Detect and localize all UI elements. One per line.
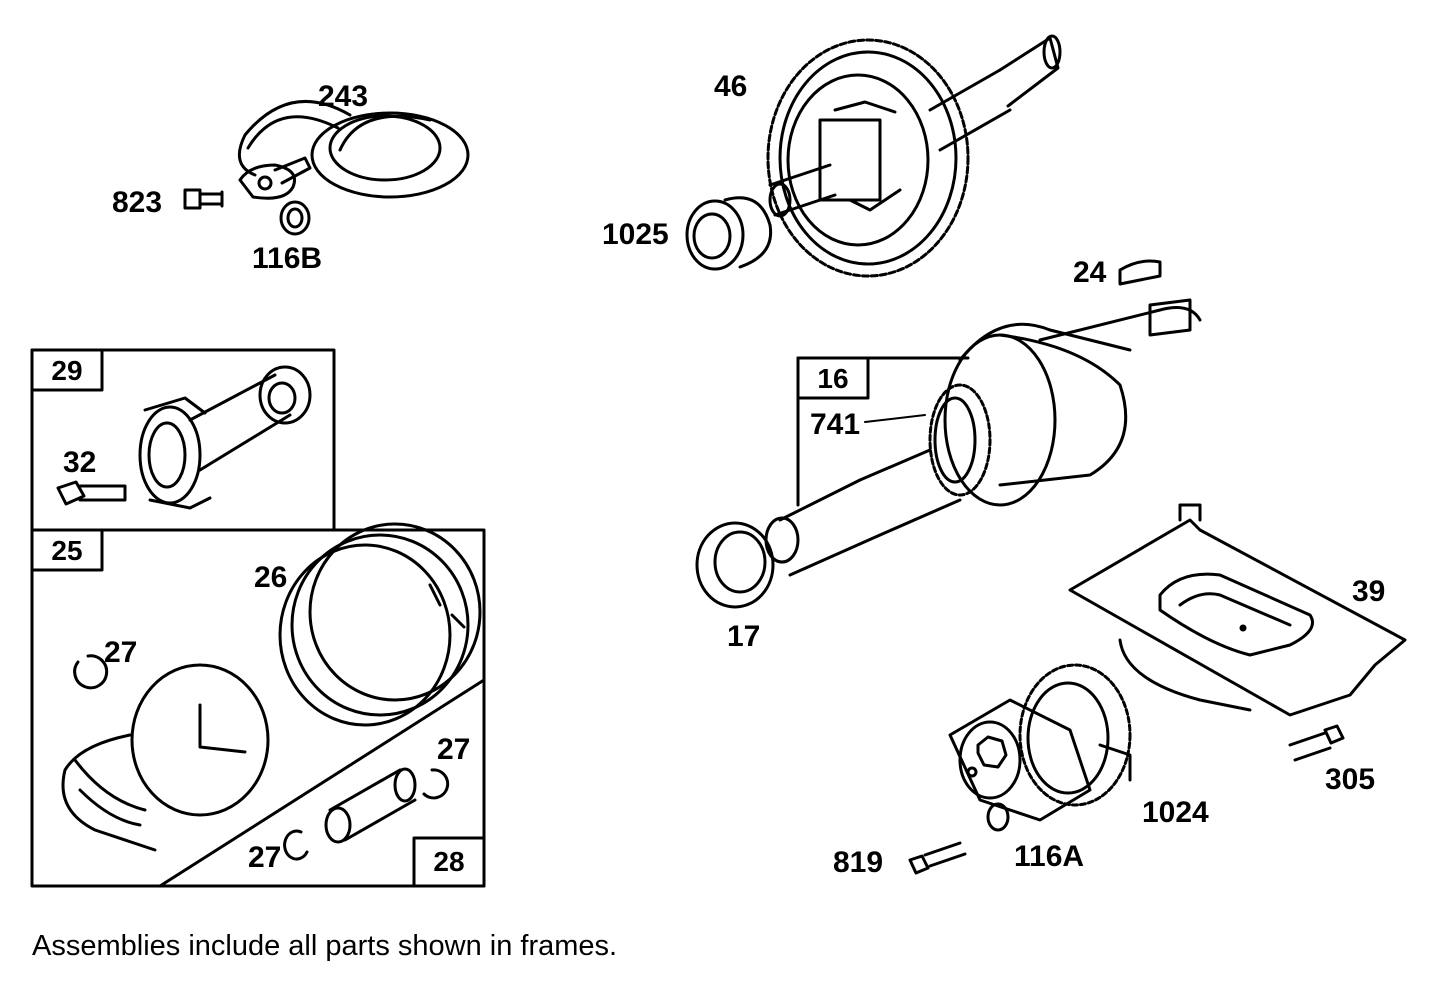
frame-25 [30,528,486,888]
oil-pump-1024 [948,663,1132,822]
label-1025: 1025 [602,218,669,251]
frame-29-number-box [30,348,104,392]
label-29: 29 [51,355,83,386]
frame-28-divider [158,678,486,888]
label-46: 46 [714,70,748,103]
gear-741 [928,383,992,497]
label-16: 16 [817,363,849,394]
label-116B: 116B [252,242,323,275]
label-26: 26 [254,561,288,594]
bearing-17 [695,521,775,609]
label-243: 243 [318,80,369,113]
washer-116A [986,802,1010,832]
seal-1025 [685,196,773,271]
bolt-32 [56,480,127,506]
label-27-left: 27 [104,636,138,669]
piston-rings-26 [278,522,482,727]
connecting-rod-29 [138,365,312,510]
washer-116B [279,200,311,236]
label-17: 17 [727,620,761,653]
key-24 [1118,259,1162,286]
label-28: 28 [433,846,465,877]
bolt-819 [908,841,967,875]
label-741: 741 [810,408,861,441]
frame-25-number-box [30,528,104,572]
retainer-clips-27 [73,654,450,861]
leader-741 [864,414,926,423]
label-1024: 1024 [1142,796,1209,829]
breather-assembly-243 [237,99,470,200]
frame-16-number-box [796,356,870,400]
assembly-note: Assemblies include all parts shown in fr… [32,930,618,962]
plate-39 [1068,503,1407,717]
bolt-823 [183,188,224,210]
label-819: 819 [833,846,884,879]
label-116A: 116A [1014,840,1085,873]
label-27-right: 27 [437,733,471,766]
label-823: 823 [112,186,163,219]
label-39: 39 [1352,575,1386,608]
label-32: 32 [63,446,97,479]
camshaft-gear-46 [766,34,1062,278]
bolt-305 [1288,724,1345,762]
label-27-bottom: 27 [248,841,282,874]
frame-28-number-box [412,836,486,888]
label-25: 25 [51,535,83,566]
piston-pin-28 [324,767,417,844]
label-24: 24 [1073,256,1107,289]
piston-25 [61,663,270,852]
label-305: 305 [1325,763,1376,796]
